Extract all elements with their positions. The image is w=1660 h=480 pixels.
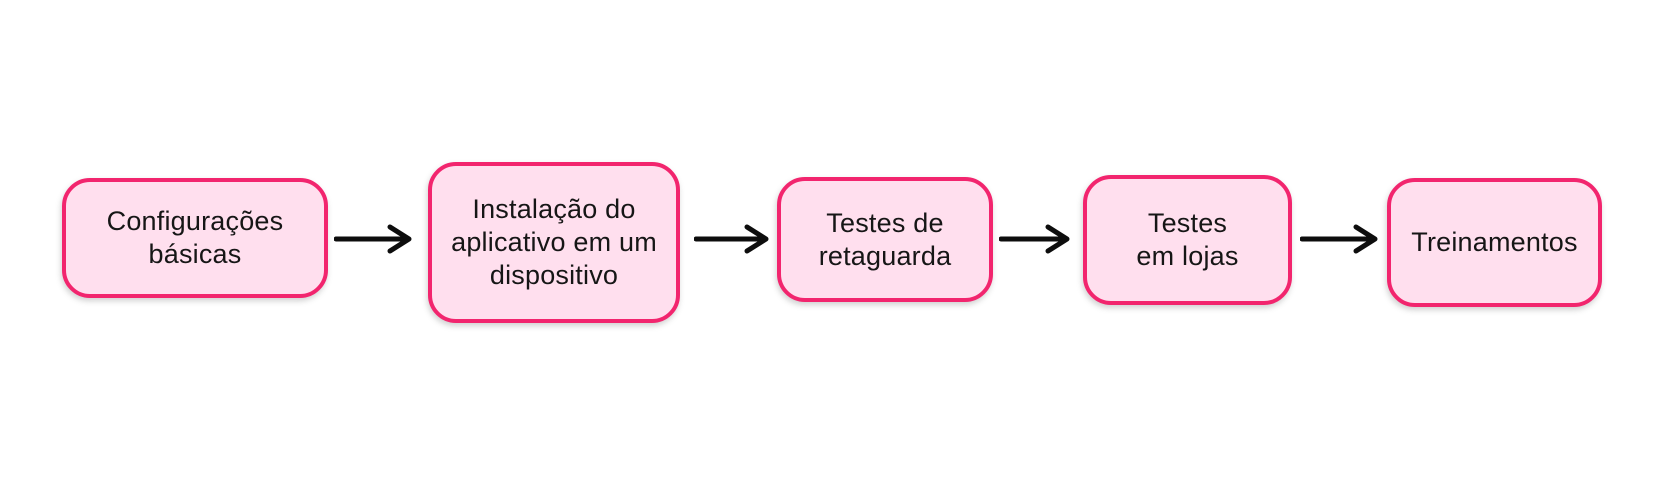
flow-arrow-2 [694, 223, 769, 255]
flow-arrow-4 [1300, 223, 1378, 255]
flow-node-treinamentos: Treinamentos [1387, 178, 1602, 307]
flow-node-label: Treinamentos [1411, 227, 1578, 257]
flow-node-label: Instalação do aplicativo em um dispositi… [451, 194, 657, 290]
flow-node-configuracoes-basicas: Configurações básicas [62, 178, 328, 298]
flow-arrow-3 [999, 223, 1070, 255]
flow-node-label: Testes de retaguarda [818, 207, 952, 271]
flow-node-instalacao-aplicativo: Instalação do aplicativo em um dispositi… [428, 162, 680, 323]
flow-node-label: Configurações básicas [106, 206, 284, 269]
flow-node-label: Testes em lojas [1136, 208, 1239, 271]
flow-node-testes-retaguarda: Testes de retaguarda [777, 177, 993, 302]
flow-node-testes-em-lojas: Testes em lojas [1083, 175, 1292, 305]
flow-arrow-1 [334, 223, 412, 255]
